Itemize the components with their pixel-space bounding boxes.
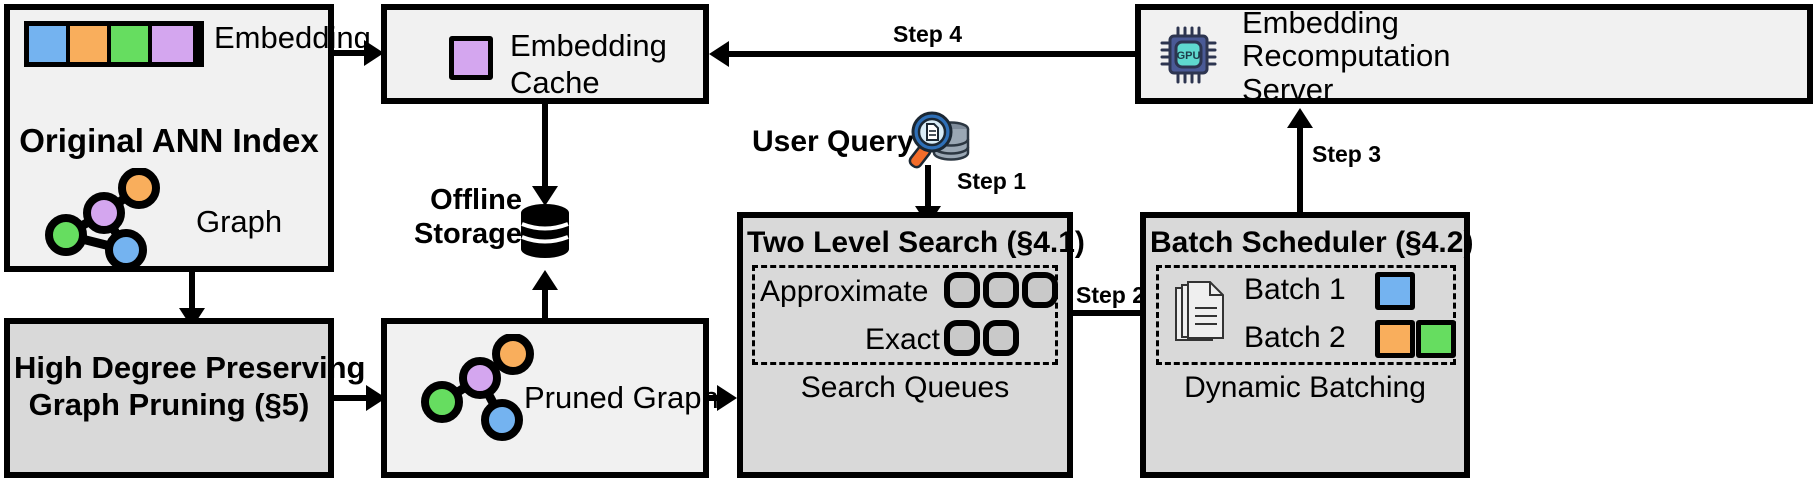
- embedding-cache-title: Embedding Cache: [510, 28, 667, 100]
- batch-scheduler-box: [1140, 212, 1470, 478]
- step-1-label: Step 1: [957, 168, 1027, 194]
- step-3-label: Step 3: [1312, 141, 1382, 167]
- embedding-cell-green: [111, 26, 152, 62]
- arrow-pruned-to-storage-head: [532, 270, 558, 290]
- batch-scheduler-title: Batch Scheduler (§4.2): [1150, 226, 1474, 259]
- batch-2-swatch-green: [1416, 320, 1456, 358]
- database-icon: [519, 203, 571, 259]
- step-4-label: Step 4: [893, 21, 963, 47]
- recomputation-server-box: [1135, 4, 1813, 104]
- search-database-icon: [900, 106, 972, 170]
- batch-2-label: Batch 2: [1244, 321, 1346, 354]
- arrow-step4-line: [728, 51, 1135, 57]
- recomputation-server-title: Embedding Recomputation Server: [1242, 5, 1451, 107]
- arrow-step1-line: [925, 165, 931, 210]
- arrow-pruned-to-search-head: [717, 385, 737, 411]
- offline-storage-label: Offline Storage: [414, 184, 522, 251]
- arrow-cache-to-storage-head: [532, 186, 558, 206]
- dynamic-batching-dashed-region: [1156, 265, 1456, 365]
- embedding-cell-blue: [29, 26, 70, 62]
- arrow-step2-line: [1073, 310, 1145, 316]
- two-level-search-title: Two Level Search (§4.1): [747, 226, 1085, 259]
- batch-2-swatch-orange: [1375, 320, 1415, 358]
- embedding-vector-strip: [24, 21, 204, 67]
- gpu-icon: GPU: [1160, 26, 1222, 84]
- exact-queue-slot-2: [983, 320, 1019, 356]
- original-ann-index-title: Original ANN Index: [19, 122, 319, 159]
- embedding-cache-box: [381, 4, 709, 104]
- arrow-step3-line: [1297, 126, 1303, 212]
- user-query-label: User Query: [752, 125, 914, 158]
- arrow-ann-to-cache-line: [334, 50, 364, 56]
- pruned-graph-title: Pruned Graph: [524, 380, 719, 415]
- embedding-cell-purple: [152, 26, 193, 62]
- arrow-pruning-to-pruned-line: [334, 395, 366, 401]
- arrow-ann-to-pruning-line: [189, 272, 195, 310]
- documents-icon: [1172, 280, 1228, 346]
- approximate-row-label: Approximate: [760, 275, 929, 308]
- batch-1-label: Batch 1: [1244, 273, 1346, 306]
- arrow-ann-to-cache-head: [364, 40, 384, 66]
- graph-label: Graph: [196, 204, 283, 239]
- arrow-step4-head: [709, 41, 729, 67]
- pruned-graph-figure: [410, 334, 545, 444]
- approximate-queue-slot-3: [1022, 272, 1058, 308]
- arrow-pruned-to-storage-line: [542, 288, 548, 322]
- graph-pruning-box: [4, 318, 334, 478]
- exact-queue-slot-1: [944, 320, 980, 356]
- search-queues-footer: Search Queues: [800, 371, 1010, 404]
- graph-pruning-title: High Degree Preserving Graph Pruning (§5…: [14, 350, 366, 422]
- arrow-step3-head: [1287, 108, 1313, 128]
- purple-square-icon: [449, 36, 493, 80]
- exact-row-label: Exact: [864, 323, 940, 356]
- batch-1-swatch-blue: [1375, 272, 1415, 310]
- approximate-queue-slot-2: [983, 272, 1019, 308]
- dynamic-batching-footer: Dynamic Batching: [1184, 371, 1426, 404]
- search-queues-dashed-region: [752, 265, 1058, 365]
- svg-text:GPU: GPU: [1177, 50, 1201, 62]
- approximate-queue-slot-1: [944, 272, 980, 308]
- embedding-label: Embedding: [214, 20, 371, 55]
- ann-index-graph-figure: [34, 168, 169, 268]
- arrow-cache-to-storage-line: [542, 104, 548, 188]
- embedding-cell-orange: [70, 26, 111, 62]
